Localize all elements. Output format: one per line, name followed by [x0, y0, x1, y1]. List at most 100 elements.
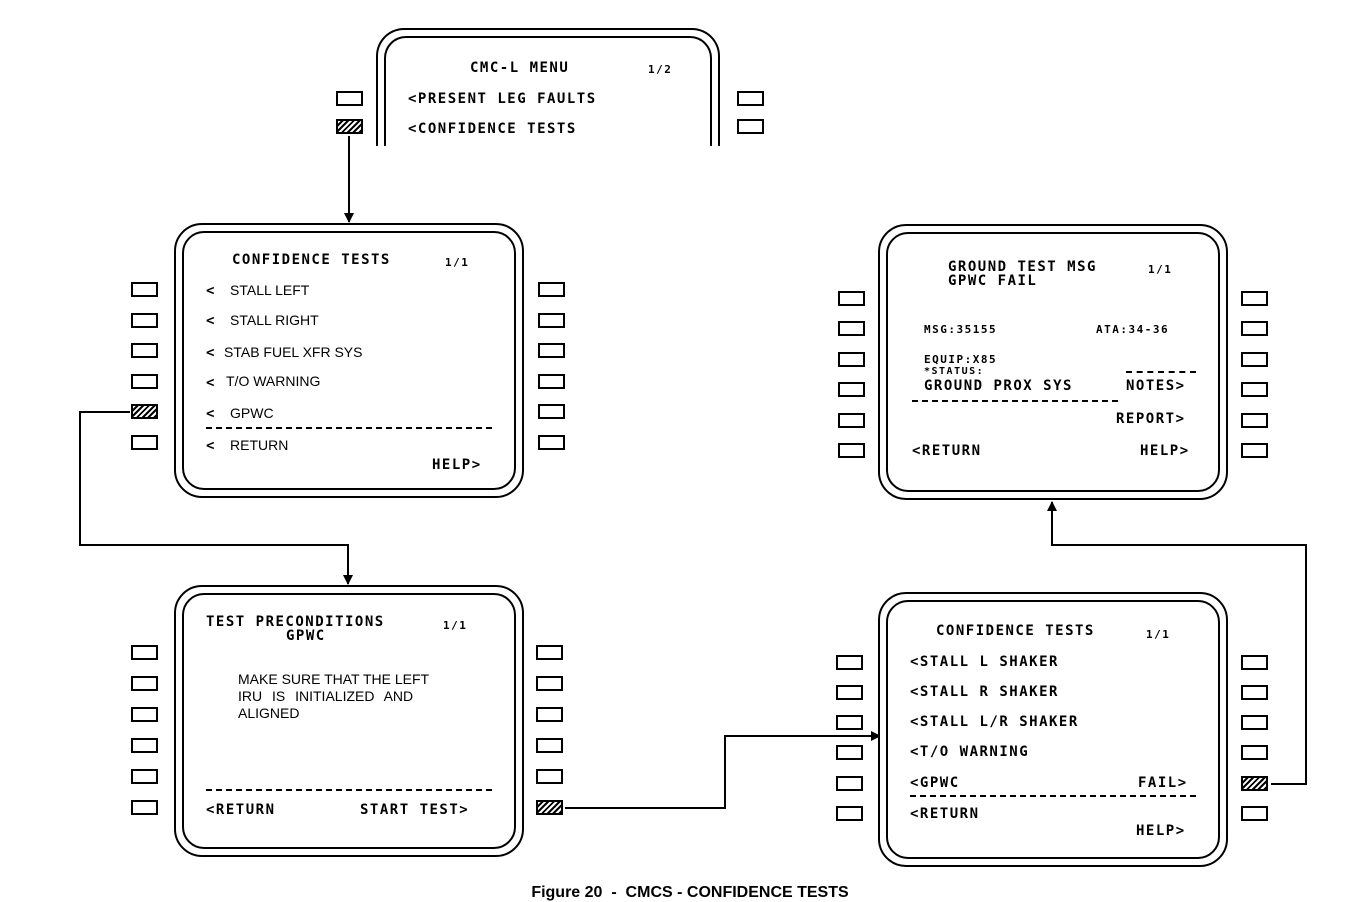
rsk-right-2[interactable] — [538, 313, 565, 328]
rsk-right-1[interactable] — [1241, 291, 1268, 306]
chevron-left-icon: < — [206, 375, 216, 391]
lsk-left-4[interactable] — [131, 738, 158, 753]
conf1-item-gpwc[interactable]: GPWC — [230, 405, 274, 421]
rsk-right-6[interactable] — [1241, 443, 1268, 458]
ground-test-msg-screen — [878, 224, 1228, 500]
rsk-right-2[interactable] — [737, 119, 764, 134]
ground-report[interactable]: REPORT> — [1116, 411, 1186, 427]
lsk-left-6[interactable] — [131, 800, 158, 815]
cmc-menu-screen — [376, 28, 720, 146]
lsk-left-3[interactable] — [838, 352, 865, 367]
lsk-left-2[interactable] — [131, 676, 158, 691]
lsk-left-2-selected[interactable] — [336, 119, 363, 134]
lsk-left-3[interactable] — [131, 707, 158, 722]
conf1-return[interactable]: RETURN — [230, 437, 289, 453]
conf2-help[interactable]: HELP> — [1136, 823, 1186, 839]
chevron-left-icon: < — [206, 345, 216, 361]
rsk-right-5[interactable] — [538, 404, 565, 419]
conf2-item-gpwc[interactable]: <GPWC — [910, 775, 960, 791]
lsk-left-3[interactable] — [836, 715, 863, 730]
rsk-right-3[interactable] — [1241, 352, 1268, 367]
rsk-right-1[interactable] — [538, 282, 565, 297]
rsk-right-2[interactable] — [1241, 685, 1268, 700]
conf1-help[interactable]: HELP> — [432, 457, 482, 473]
conf2-page: 1/1 — [1146, 628, 1171, 641]
rsk-right-1[interactable] — [536, 645, 563, 660]
rsk-right-3[interactable] — [536, 707, 563, 722]
rsk-right-3[interactable] — [538, 343, 565, 358]
conf2-item-stall-l-shaker[interactable]: <STALL L SHAKER — [910, 654, 1059, 670]
precond-return[interactable]: <RETURN — [206, 802, 276, 818]
conf2-return[interactable]: <RETURN — [910, 806, 980, 822]
ground-return[interactable]: <RETURN — [912, 443, 982, 459]
chevron-left-icon: < — [206, 313, 216, 329]
divider — [912, 400, 1118, 402]
rsk-right-2[interactable] — [536, 676, 563, 691]
divider — [206, 789, 492, 791]
lsk-left-1[interactable] — [336, 91, 363, 106]
conf2-item-stall-lr-shaker[interactable]: <STALL L/R SHAKER — [910, 714, 1079, 730]
conf1-item-to-warning[interactable]: T/O WARNING — [226, 373, 321, 389]
conf1-item-stall-right[interactable]: STALL RIGHT — [230, 312, 319, 328]
lsk-left-6[interactable] — [838, 443, 865, 458]
conf1-item-stab-fuel[interactable]: STAB FUEL XFR SYS — [224, 344, 363, 360]
arrow-fail-to-groundtest — [1047, 501, 1307, 785]
rsk-right-5[interactable] — [1241, 413, 1268, 428]
ground-help[interactable]: HELP> — [1140, 443, 1190, 459]
lsk-left-2[interactable] — [836, 685, 863, 700]
ground-notes[interactable]: NOTES> — [1126, 378, 1186, 394]
notes-underline — [1126, 371, 1196, 373]
conf2-item-to-warning[interactable]: <T/O WARNING — [910, 744, 1030, 760]
conf1-title: CONFIDENCE TESTS — [232, 252, 391, 268]
arrow-starttest-to-confidence — [565, 731, 881, 809]
rsk-right-5[interactable] — [536, 769, 563, 784]
lsk-left-6[interactable] — [836, 806, 863, 821]
lsk-left-4[interactable] — [131, 374, 158, 389]
menu-page: 1/2 — [648, 63, 673, 76]
rsk-right-6[interactable] — [538, 435, 565, 450]
precond-start-test[interactable]: START TEST> — [360, 802, 470, 818]
ground-title: GROUND TEST MSG — [948, 259, 1097, 275]
precond-line-2: IRU IS INITIALIZED AND — [238, 688, 414, 704]
conf2-item-stall-r-shaker[interactable]: <STALL R SHAKER — [910, 684, 1059, 700]
lsk-left-2[interactable] — [838, 321, 865, 336]
lsk-left-4[interactable] — [838, 382, 865, 397]
rsk-right-6[interactable] — [1241, 806, 1268, 821]
lsk-left-5-selected[interactable] — [131, 404, 158, 419]
conf2-fail[interactable]: FAIL> — [1138, 775, 1188, 791]
rsk-right-4[interactable] — [536, 738, 563, 753]
rsk-right-1[interactable] — [1241, 655, 1268, 670]
rsk-right-4[interactable] — [538, 374, 565, 389]
lsk-left-5[interactable] — [131, 769, 158, 784]
rsk-right-5-selected[interactable] — [1241, 776, 1268, 791]
lsk-left-1[interactable] — [131, 645, 158, 660]
lsk-left-5[interactable] — [836, 776, 863, 791]
ground-status-label: *STATUS: — [924, 366, 985, 377]
rsk-right-4[interactable] — [1241, 382, 1268, 397]
lsk-left-4[interactable] — [836, 745, 863, 760]
chevron-left-icon: < — [206, 438, 216, 454]
lsk-left-3[interactable] — [131, 343, 158, 358]
conf1-page: 1/1 — [445, 256, 470, 269]
menu-item-confidence-tests[interactable]: <CONFIDENCE TESTS — [408, 121, 577, 137]
lsk-left-5[interactable] — [838, 413, 865, 428]
arrow-gpwc-to-preconditions — [79, 411, 353, 585]
menu-item-present-leg-faults[interactable]: <PRESENT LEG FAULTS — [408, 91, 597, 107]
rsk-right-1[interactable] — [737, 91, 764, 106]
chevron-left-icon: < — [206, 406, 216, 422]
lsk-left-6[interactable] — [131, 435, 158, 450]
rsk-right-3[interactable] — [1241, 715, 1268, 730]
lsk-left-1[interactable] — [131, 282, 158, 297]
confidence-tests-screen-1 — [174, 223, 524, 498]
lsk-left-1[interactable] — [838, 291, 865, 306]
ground-equip: EQUIP:X85 — [924, 353, 998, 366]
precond-subtitle: GPWC — [286, 628, 326, 644]
rsk-right-2[interactable] — [1241, 321, 1268, 336]
rsk-right-6-selected[interactable] — [536, 800, 563, 815]
rsk-right-4[interactable] — [1241, 745, 1268, 760]
lsk-left-2[interactable] — [131, 313, 158, 328]
divider — [910, 795, 1196, 797]
chevron-left-icon: < — [206, 283, 216, 299]
lsk-left-1[interactable] — [836, 655, 863, 670]
conf1-item-stall-left[interactable]: STALL LEFT — [230, 282, 310, 298]
